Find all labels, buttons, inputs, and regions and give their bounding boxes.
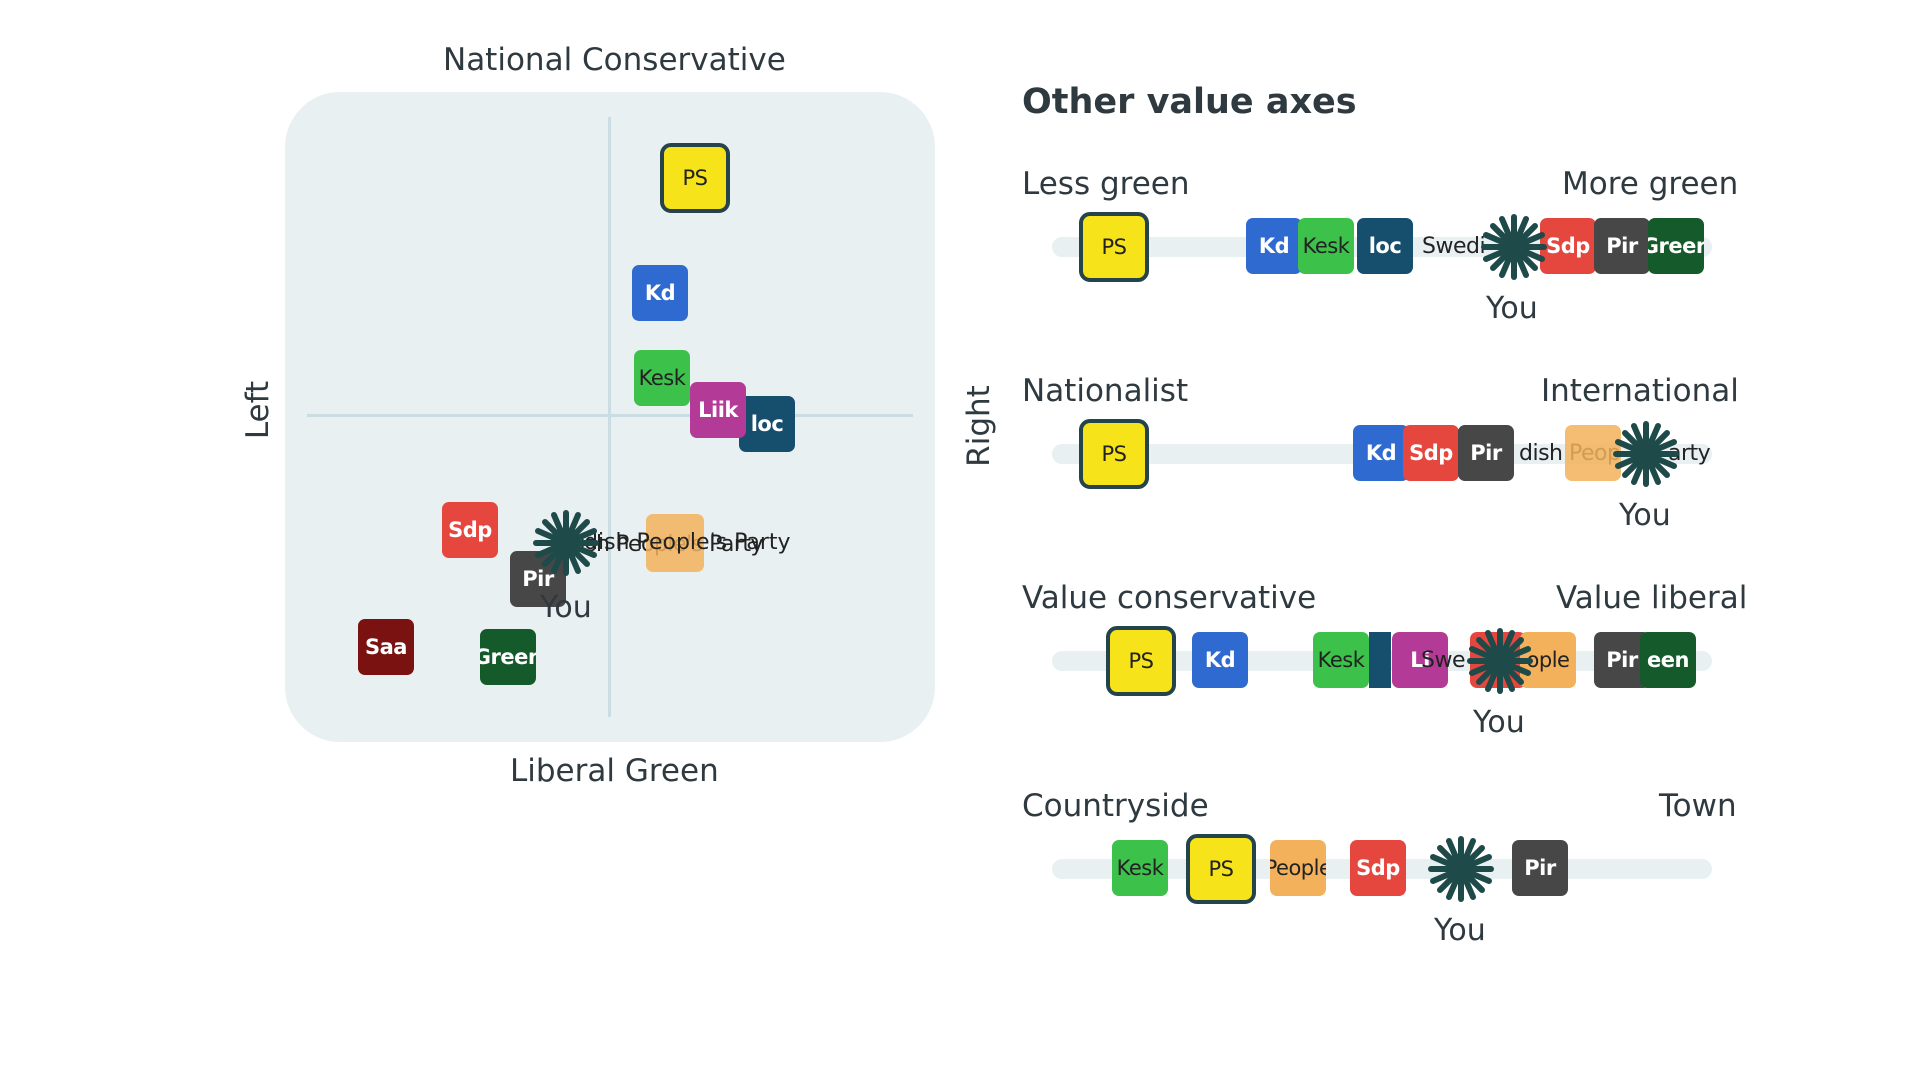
axis2-right-label: International	[1541, 373, 1739, 409]
axis1-you-label: You	[1486, 291, 1538, 326]
axis4-you-label: You	[1434, 913, 1486, 948]
axis4-chip-ps[interactable]: PS	[1186, 834, 1256, 904]
axis3-chip-swedish[interactable]: Swe	[1421, 647, 1466, 673]
axis1-chip-swedish[interactable]: Swedi	[1422, 233, 1486, 259]
compass-chip-green[interactable]: Green	[480, 629, 536, 685]
other-axes-title: Other value axes	[1022, 82, 1357, 122]
axis2-you-label: You	[1619, 498, 1671, 533]
axis2-swedish-box	[1565, 425, 1621, 481]
axis1-left-label: Less green	[1022, 166, 1190, 202]
axis1-right-label: More green	[1562, 166, 1739, 202]
axis3-left-label: Value conservative	[1022, 580, 1317, 616]
axis3-chip-ps[interactable]: PS	[1106, 626, 1176, 696]
compass-chip-sdp[interactable]: Sdp	[442, 502, 498, 558]
compass-chip-kesk[interactable]: Kesk	[634, 350, 690, 406]
you-star-icon	[533, 510, 599, 576]
compass-chip-liik[interactable]: Liik	[690, 382, 746, 438]
axis2-chip-kd[interactable]: Kd	[1353, 425, 1409, 481]
axis2-you-star-icon	[1613, 421, 1679, 487]
axis2-chip-ps[interactable]: PS	[1079, 419, 1149, 489]
axis4-left-label: Countryside	[1022, 788, 1209, 824]
axis2-chip-sdp[interactable]: Sdp	[1403, 425, 1459, 481]
compass-bottom-label: Liberal Green	[510, 753, 719, 789]
axis1-chip-pir[interactable]: Pir	[1594, 218, 1650, 274]
axis3-chip-kesk[interactable]: Kesk	[1313, 632, 1369, 688]
axis4-chip-people[interactable]: People	[1270, 840, 1326, 896]
compass-swedish-text-overlay: dish People's Party	[584, 530, 791, 555]
axis3-chip-liik[interactable]: Li	[1392, 632, 1448, 688]
axis3-chip-kd[interactable]: Kd	[1192, 632, 1248, 688]
axis1-chip-sdp[interactable]: Sdp	[1540, 218, 1596, 274]
axis2-left-label: Nationalist	[1022, 373, 1189, 409]
axis3-chip-green[interactable]: een	[1640, 632, 1696, 688]
compass-swedish-box[interactable]	[646, 514, 704, 572]
axis4-right-label: Town	[1659, 788, 1737, 824]
axis4-chip-pir[interactable]: Pir	[1512, 840, 1568, 896]
compass-vertical-axis	[608, 117, 611, 717]
axis3-you-star-icon	[1467, 628, 1533, 694]
compass-you-label: You	[540, 590, 592, 625]
axis2-chip-pir[interactable]: Pir	[1458, 425, 1514, 481]
axis1-chip-loc[interactable]: loc	[1357, 218, 1413, 274]
compass-chip-loc[interactable]: loc	[739, 396, 795, 452]
compass-chip-kd[interactable]: Kd	[632, 265, 688, 321]
compass-left-label: Left	[240, 380, 277, 440]
axis4-you-star-icon	[1428, 836, 1494, 902]
compass-horizontal-axis	[307, 414, 913, 417]
axis4-chip-kesk[interactable]: Kesk	[1112, 840, 1168, 896]
axis1-chip-kesk[interactable]: Kesk	[1298, 218, 1354, 274]
compass-top-label: National Conservative	[443, 42, 786, 78]
axis1-you-star-icon	[1481, 214, 1547, 280]
axis3-loc-box	[1369, 632, 1391, 688]
compass-right-label: Right	[960, 385, 997, 467]
compass-chip-saa[interactable]: Saa	[358, 619, 414, 675]
axis4-chip-sdp[interactable]: Sdp	[1350, 840, 1406, 896]
axis1-chip-ps[interactable]: PS	[1079, 212, 1149, 282]
axis3-right-label: Value liberal	[1556, 580, 1748, 616]
axis3-you-label: You	[1473, 705, 1525, 740]
compass-chip-ps[interactable]: PS	[660, 143, 730, 213]
axis1-chip-green[interactable]: Green	[1648, 218, 1704, 274]
axis1-chip-kd[interactable]: Kd	[1246, 218, 1302, 274]
